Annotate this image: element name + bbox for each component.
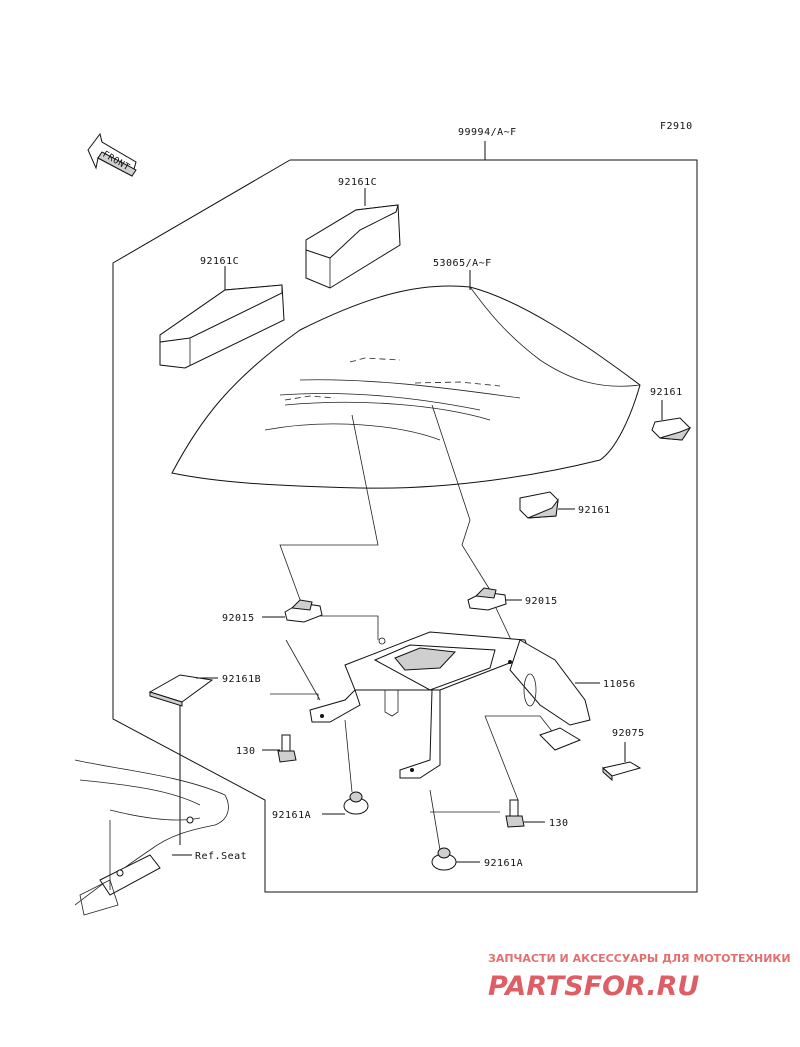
label-clip-left: 92015 (222, 613, 255, 624)
bracket-11056 (309, 631, 591, 779)
label-damper-right: 92161A (484, 858, 523, 869)
clip-92015-left (284, 599, 323, 623)
reference-seat (74, 759, 229, 916)
label-pad-mid: 92161 (578, 505, 611, 516)
clip-92015-right (467, 587, 507, 611)
label-clip-right: 92015 (525, 596, 558, 607)
pad-92161b (148, 674, 214, 707)
label-pad-b: 92161B (222, 674, 261, 685)
label-bolt-right: 130 (549, 818, 569, 829)
seat-cover-53065 (171, 285, 641, 489)
label-pad-c-left: 92161C (200, 256, 239, 267)
damper-92161a-right (431, 847, 457, 871)
pad-92161c-left (159, 284, 285, 369)
label-cover: 53065/A~F (433, 258, 492, 269)
bolt-130-right (505, 799, 525, 828)
label-ref-seat: Ref.Seat (195, 851, 247, 862)
label-bolt-left: 130 (236, 746, 256, 757)
pad-92161-mid (519, 491, 559, 519)
damper-92161a-left (343, 791, 369, 815)
label-pad-75: 92075 (612, 728, 645, 739)
watermark-brand: PARTSFOR.RU (488, 971, 699, 1002)
pad-92161-right (651, 417, 692, 441)
front-arrow-icon: FRONT (87, 132, 137, 177)
connector-lines (270, 404, 556, 851)
label-pad-c-top: 92161C (338, 177, 377, 188)
figure-code: F2910 (660, 121, 693, 132)
label-set: 99994/A~F (458, 127, 517, 138)
bolt-130-left (277, 734, 297, 763)
label-pad-right: 92161 (650, 387, 683, 398)
label-bracket: 11056 (603, 679, 636, 690)
assembly-outline (112, 141, 698, 893)
pad-92161c-top (305, 204, 401, 289)
watermark-tagline: ЗАПЧАСТИ И АКСЕССУАРЫ ДЛЯ МОТОТЕХНИКИ (488, 952, 791, 965)
label-damper-left: 92161A (272, 810, 311, 821)
pad-92075 (601, 761, 642, 782)
